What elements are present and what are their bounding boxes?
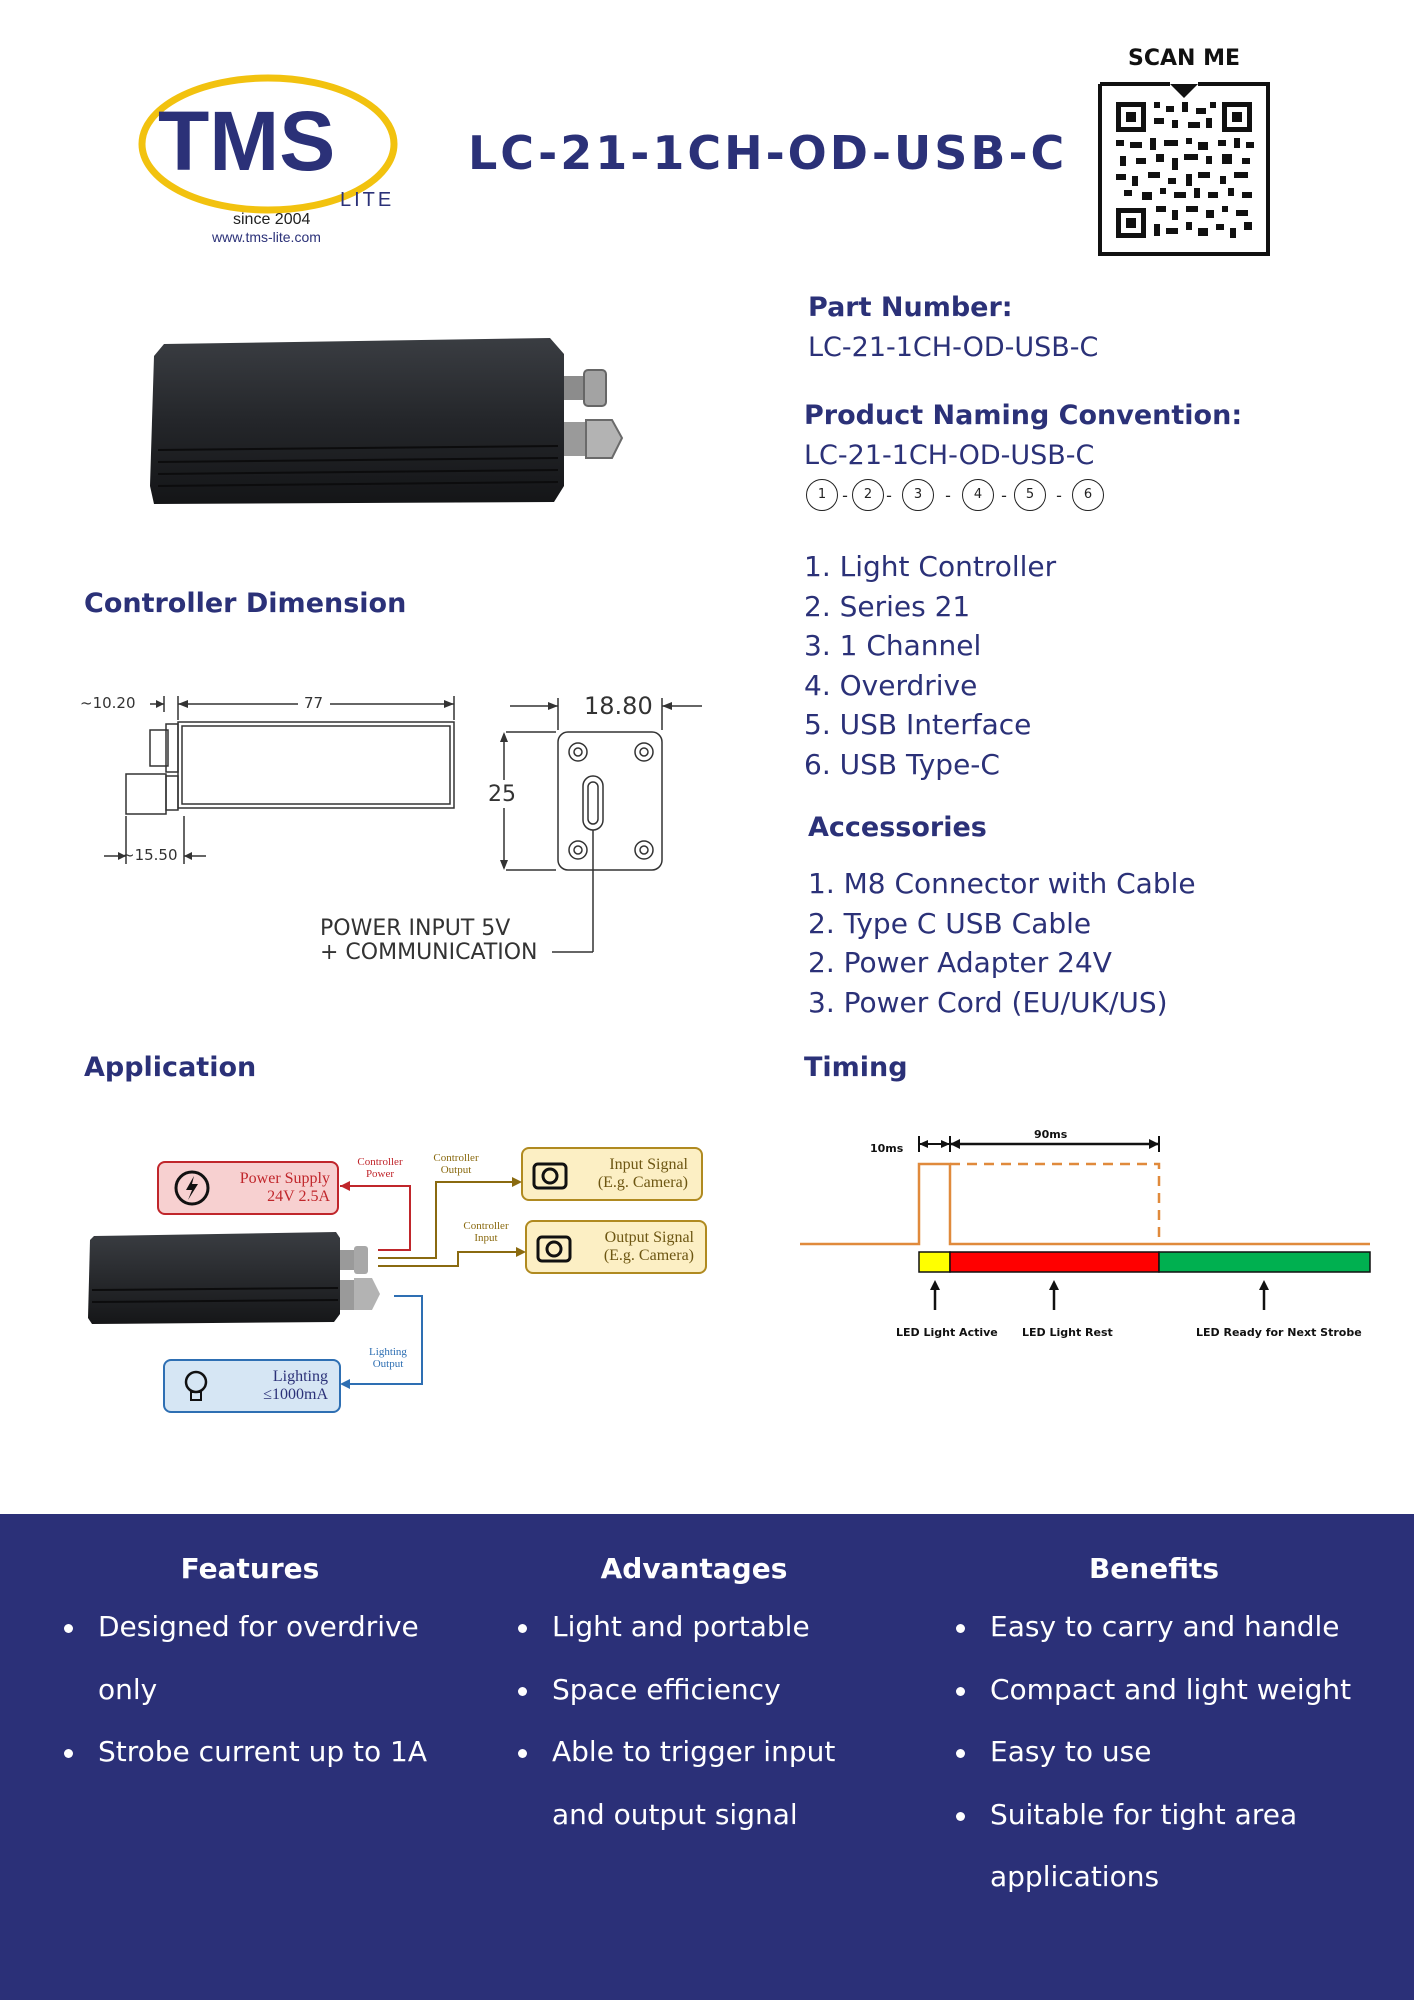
- naming-item: 5. USB Interface: [804, 708, 1032, 741]
- timing-90ms: 90ms: [1034, 1128, 1068, 1141]
- feature-item-continuation: only: [98, 1672, 158, 1706]
- marker-1: 1: [806, 479, 838, 511]
- logo-graphic: TMS LITE since 2004 www.tms-lite.com: [138, 74, 398, 245]
- company-logo: TMS LITE since 2004 www.tms-lite.com: [138, 66, 418, 246]
- timing-rest-label: LED Light Rest: [1022, 1326, 1113, 1339]
- naming-item: 4. Overdrive: [804, 668, 978, 702]
- marker-sep: -: [1056, 485, 1062, 505]
- naming-item: 6. USB Type-C: [804, 747, 1000, 781]
- lighting-label: Lighting≤1000mA: [263, 1368, 328, 1403]
- controller-dimension-label: Controller Dimension: [84, 588, 407, 619]
- naming-convention-value: LC-21-1CH-OD-USB-C: [804, 440, 1095, 471]
- feature-item: Strobe current up to 1A: [64, 1721, 444, 1784]
- accessories-label: Accessories: [808, 812, 987, 843]
- benefits-list: Easy to carry and handle Compact and lig…: [956, 1596, 1386, 1909]
- benefit-item: Compact and light weight: [956, 1659, 1386, 1722]
- timing-diagram-graphic: [800, 1136, 1371, 1310]
- advantage-item: Space efficiency: [518, 1659, 898, 1722]
- part-number-label: Part Number:: [808, 292, 1013, 323]
- dim-width: 18.80: [584, 692, 653, 720]
- logo-since: since 2004: [233, 211, 310, 228]
- benefit-item: Easy to carry and handle: [956, 1596, 1386, 1659]
- scan-me-label: SCAN ME: [1127, 46, 1240, 71]
- advantage-item-continuation: and output signal: [552, 1797, 798, 1831]
- logo-website: www.tms-lite.com: [211, 229, 321, 245]
- advantages-list: Light and portable Space efficiency Able…: [518, 1596, 898, 1846]
- marker-4: 4: [962, 479, 994, 511]
- timing-label: Timing: [804, 1052, 908, 1083]
- dim-height: 25: [488, 782, 516, 807]
- logo-text: TMS: [158, 94, 335, 188]
- marker-sep: -: [1001, 485, 1007, 505]
- marker-5: 5: [1014, 479, 1046, 511]
- accessory-item: 2. Type C USB Cable: [808, 906, 1092, 940]
- dimension-drawing: ~10.20 77 ~15.50 18.80 25 POWER INPUT 5V…: [78, 684, 718, 974]
- naming-convention-label: Product Naming Convention:: [804, 400, 1243, 431]
- naming-item: 3. 1 Channel: [804, 629, 982, 662]
- advantage-item: Light and portable: [518, 1596, 898, 1659]
- feature-item: Designed for overdrive: [64, 1596, 444, 1659]
- application-diagram-graphic: [88, 1147, 707, 1413]
- dim-10-20: ~10.20: [80, 694, 136, 712]
- benefits-title: Benefits: [1088, 1552, 1220, 1585]
- power-input-label-2: + COMMUNICATION: [320, 940, 538, 965]
- benefit-item: Suitable for tight area: [956, 1784, 1386, 1847]
- naming-item: 1. Light Controller: [804, 550, 1057, 583]
- marker-sep: -: [886, 485, 892, 505]
- accessory-item: 2. Power Adapter 24V: [808, 946, 1112, 979]
- part-number-value: LC-21-1CH-OD-USB-C: [808, 332, 1099, 363]
- features-list: Designed for overdrive only Strobe curre…: [64, 1596, 444, 1784]
- advantages-title: Advantages: [600, 1552, 788, 1585]
- features-title: Features: [180, 1552, 320, 1585]
- naming-item: 2. Series 21: [804, 589, 971, 623]
- benefit-item: Easy to use: [956, 1721, 1386, 1784]
- logo-sub: LITE: [340, 189, 394, 211]
- dimension-diagram: [104, 694, 702, 953]
- accessory-item: 3. Power Cord (EU/UK/US): [808, 985, 1168, 1019]
- marker-sep: -: [842, 485, 848, 505]
- naming-list: 1. Light Controller 2. Series 21 3. 1 Ch…: [804, 547, 1056, 784]
- input-signal-label: Input Signal(E.g. Camera): [597, 1156, 688, 1191]
- page-title: LC-21-1CH-OD-USB-C: [468, 126, 1068, 180]
- timing-diagram: 10ms 90ms LED Light Active LED Light Res…: [800, 1126, 1374, 1350]
- feature-band: [0, 1514, 1414, 2000]
- application-label: Application: [84, 1052, 257, 1083]
- marker-6: 6: [1072, 479, 1104, 511]
- product-photo: [150, 336, 640, 514]
- accessories-list: 1. M8 Connector with Cable 2. Type C USB…: [808, 864, 1196, 1022]
- timing-active-label: LED Light Active: [896, 1326, 998, 1339]
- timing-10ms: 10ms: [870, 1142, 904, 1155]
- advantage-item: Able to trigger input: [518, 1721, 898, 1784]
- qr-code-graphic: [1098, 82, 1270, 256]
- accessory-item: 1. M8 Connector with Cable: [808, 867, 1196, 900]
- timing-ready-label: LED Ready for Next Strobe: [1196, 1326, 1362, 1339]
- marker-sep: -: [945, 485, 951, 505]
- marker-2: 2: [852, 479, 884, 511]
- benefit-item-continuation: applications: [990, 1860, 1160, 1893]
- dim-15-50: ~15.50: [122, 846, 178, 864]
- dim-77: 77: [304, 694, 324, 712]
- naming-markers: 1-2-3-4-5-6: [806, 479, 1104, 511]
- marker-3: 3: [902, 479, 934, 511]
- output-signal-label: Output Signal(E.g. Camera): [603, 1229, 694, 1264]
- power-input-label-1: POWER INPUT 5V: [320, 916, 511, 941]
- qr-code[interactable]: [1098, 82, 1270, 256]
- controller-device-image: [150, 338, 624, 504]
